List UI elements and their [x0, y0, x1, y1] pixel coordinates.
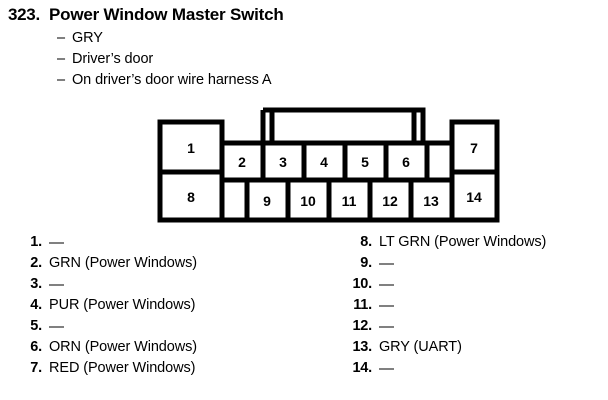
- pin-list-item-description: ORN (Power Windows): [49, 339, 197, 355]
- detail-line-color-text: GRY: [72, 30, 103, 46]
- pin-list-item-description: GRY (UART): [379, 339, 462, 355]
- pin-list-item-description: —: [49, 276, 64, 293]
- pin-list-item-description: GRN (Power Windows): [49, 255, 197, 271]
- pin-cell-label-8: 8: [187, 189, 195, 205]
- pin-list-item-index: 12.: [352, 318, 372, 334]
- pin-cell-label-6: 6: [402, 154, 410, 170]
- pin-assignment-list: 1. — 2. GRN (Power Windows) 3. — 4. PUR (Power …: [0, 234, 608, 400]
- detail-line-harness: –On driver’s door wire harness A: [57, 72, 272, 88]
- pin-cell-label-1: 1: [187, 140, 195, 156]
- detail-line-location: –Driver’s door: [57, 51, 153, 67]
- bullet-dash-icon: –: [57, 30, 65, 46]
- detail-line-harness-text: On driver’s door wire harness A: [72, 72, 272, 88]
- pin-list-item-index: 1.: [30, 234, 42, 250]
- connector-diagram: 1 8 7 14 2 3 4 5 6 9 10 11 12 13: [156, 106, 501, 224]
- pin-list-item-index: 11.: [353, 297, 372, 313]
- detail-line-color: –GRY: [57, 30, 103, 46]
- pin-cell-label-5: 5: [361, 154, 369, 170]
- pin-cell-label-9: 9: [263, 193, 271, 209]
- pin-list-item-index: 9.: [360, 255, 372, 271]
- pin-list-item-index: 6.: [30, 339, 42, 355]
- pin-list-item-description: LT GRN (Power Windows): [379, 234, 547, 250]
- pin-cell-label-10: 10: [300, 193, 316, 209]
- pin-list-item-description: —: [379, 297, 394, 314]
- page-title: Power Window Master Switch: [49, 5, 284, 24]
- pin-list-item-description: —: [49, 318, 64, 335]
- pin-cell-13: [408, 177, 455, 223]
- entry-number: 323.: [8, 5, 40, 24]
- pin-list-item-description: —: [379, 255, 394, 272]
- pin-cell-label-7: 7: [470, 140, 478, 156]
- pin-list-item-description: —: [379, 360, 394, 377]
- pin-list-item-index: 8.: [360, 234, 372, 250]
- pin-cell-label-2: 2: [238, 154, 246, 170]
- pin-list-item-index: 5.: [30, 318, 42, 334]
- pin-cell-label-13: 13: [423, 193, 439, 209]
- bullet-dash-icon: –: [57, 72, 65, 88]
- pin-cell-label-3: 3: [279, 154, 287, 170]
- pin-cell-label-11: 11: [342, 193, 357, 209]
- pin-cell-blank-top: [424, 140, 455, 183]
- pin-list-item-description: PUR (Power Windows): [49, 297, 196, 313]
- pin-list-item-description: —: [49, 234, 64, 251]
- detail-line-location-text: Driver’s door: [72, 51, 154, 67]
- pin-cell-label-4: 4: [320, 154, 328, 170]
- pin-list-item-index: 14.: [352, 360, 372, 376]
- pin-list-item-index: 4.: [30, 297, 42, 313]
- pin-cell-label-14: 14: [466, 189, 482, 205]
- pin-cell-blank-bottom: [219, 177, 250, 223]
- pin-list-item-index: 2.: [30, 255, 42, 271]
- pin-list-item-index: 7.: [30, 360, 42, 376]
- pin-list-item-description: —: [379, 276, 394, 293]
- pin-list-item-index: 13.: [352, 339, 372, 355]
- latch-bracket-outline: [263, 107, 426, 143]
- bullet-dash-icon: –: [57, 51, 65, 67]
- pin-list-item-description: —: [379, 318, 394, 335]
- pin-cell-label-12: 12: [382, 193, 398, 209]
- pin-list-item-description: RED (Power Windows): [49, 360, 196, 376]
- pin-list-item-index: 10.: [352, 276, 372, 292]
- connector-svg: 1 8 7 14 2 3 4 5 6 9 10 11 12 13: [157, 107, 500, 223]
- pin-list-item-index: 3.: [30, 276, 42, 292]
